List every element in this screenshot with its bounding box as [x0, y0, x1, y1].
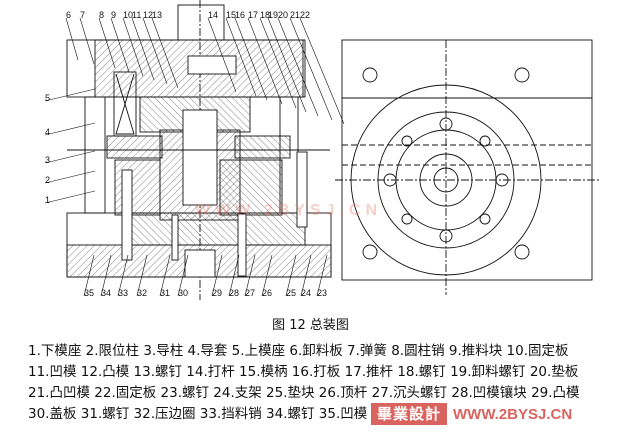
- leader-line: [234, 17, 268, 101]
- leader-line: [211, 254, 223, 297]
- part-label: 15: [226, 10, 236, 20]
- watermark-url: WWW.2BYSJ.CN: [453, 405, 573, 423]
- part-label: 25: [286, 288, 296, 298]
- leader-line: [225, 17, 257, 97]
- leader-line: [98, 17, 116, 69]
- part-label: 7: [80, 10, 85, 20]
- part-label: 2: [45, 175, 50, 185]
- leader-line: [131, 17, 155, 81]
- leader-line: [267, 17, 307, 113]
- leader-line: [44, 170, 96, 184]
- leader-line: [261, 254, 273, 297]
- leader-line: [44, 190, 96, 204]
- leader-line: [300, 254, 312, 297]
- leader-line: [285, 254, 297, 297]
- part-label: 3: [45, 155, 50, 165]
- part-label: 18: [260, 10, 270, 20]
- leader-line: [299, 17, 345, 125]
- part-label: 21: [290, 10, 300, 20]
- figure-caption: 图 12 总装图: [272, 318, 349, 333]
- center-watermark: WWW.2BYSJ.CN: [195, 202, 383, 219]
- part-label: 35: [84, 288, 94, 298]
- leader-line: [244, 254, 256, 297]
- leader-line: [83, 254, 95, 297]
- part-label: 13: [152, 10, 162, 20]
- leader-line: [151, 17, 179, 89]
- legend-line: 21.凸凹模 22.固定板 23.螺钉 24.支架 25.垫块 26.顶杆 27…: [28, 385, 580, 401]
- leader-line: [65, 17, 79, 61]
- leader-line: [44, 150, 96, 164]
- part-label: 32: [137, 288, 147, 298]
- part-label: 23: [317, 288, 327, 298]
- leader-line: [44, 88, 96, 102]
- part-label: 10: [123, 10, 133, 20]
- leader-line: [159, 254, 171, 297]
- top-view: [335, 39, 600, 295]
- part-label: 6: [66, 10, 71, 20]
- watermark-badge: 畢業設計: [371, 403, 448, 425]
- part-label: 9: [111, 10, 116, 20]
- leader-line: [44, 122, 96, 136]
- part-label: 17: [248, 10, 258, 20]
- legend-line: 11.凹模 12.凸模 13.螺钉 14.打杆 15.模柄 16.打板 17.推…: [28, 364, 579, 380]
- part-label: 20: [278, 10, 288, 20]
- part-label: 28: [229, 288, 239, 298]
- leader-line: [117, 254, 129, 297]
- part-label: 26: [262, 288, 272, 298]
- leader-line: [142, 17, 168, 85]
- part-label: 14: [208, 10, 218, 20]
- leader-line: [100, 254, 112, 297]
- legend-line: 30.盖板 31.螺钉 32.压边圈 33.挡料销 34.螺钉 35.凹模: [28, 406, 368, 422]
- legend-line: 1.下模座 2.限位柱 3.导柱 4.导套 5.上模座 6.卸料板 7.弹簧 8…: [28, 343, 569, 359]
- part-label: 33: [118, 288, 128, 298]
- front-section-view: [66, 0, 332, 300]
- leader-line: [316, 254, 328, 297]
- part-label: 29: [212, 288, 222, 298]
- leader-line: [228, 254, 240, 297]
- leader-line: [289, 17, 333, 121]
- leader-line: [247, 17, 283, 105]
- leader-line: [122, 17, 144, 77]
- watermark: 畢業設計 WWW.2BYSJ.CN: [371, 403, 572, 425]
- part-label: 24: [301, 288, 311, 298]
- part-label: 12: [143, 10, 153, 20]
- leader-line: [79, 17, 95, 65]
- leader-line: [259, 17, 297, 109]
- part-label: 16: [235, 10, 245, 20]
- part-label: 1: [45, 195, 50, 205]
- parts-legend: 1.下模座 2.限位柱 3.导柱 4.导套 5.上模座 6.卸料板 7.弹簧 8…: [28, 341, 618, 425]
- part-label: 19: [268, 10, 278, 20]
- part-label: 4: [45, 127, 50, 137]
- leader-line: [277, 17, 319, 117]
- part-label: 5: [45, 93, 50, 103]
- part-label: 31: [160, 288, 170, 298]
- leader-line: [136, 254, 148, 297]
- part-label: 30: [178, 288, 188, 298]
- part-label: 22: [300, 10, 310, 20]
- leader-line: [110, 17, 130, 73]
- leader-line: [207, 17, 237, 93]
- part-label: 27: [245, 288, 255, 298]
- leader-line: [177, 254, 189, 297]
- part-label: 8: [99, 10, 104, 20]
- part-label: 11: [132, 10, 141, 20]
- part-label: 34: [101, 288, 111, 298]
